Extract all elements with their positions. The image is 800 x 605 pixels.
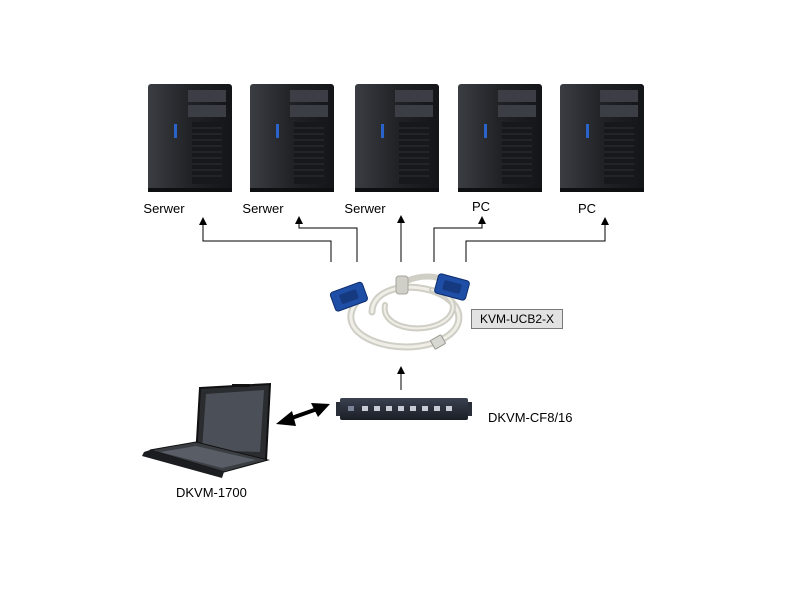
label-computer-1: Serwer — [143, 201, 185, 216]
label-kvm-switch: DKVM-CF8/16 — [488, 410, 573, 425]
label-rack-console: DKVM-1700 — [176, 485, 247, 500]
link-to-pc-1 — [433, 216, 486, 262]
connection-lines — [199, 215, 609, 390]
link-to-serwer-2 — [295, 216, 358, 262]
kvm-cable — [329, 273, 470, 351]
computer-tower-2 — [250, 84, 334, 192]
computer-tower-5 — [560, 84, 644, 192]
label-computer-3: Serwer — [344, 201, 386, 216]
label-computer-2: Serwer — [242, 201, 284, 216]
link-to-serwer-1 — [199, 217, 332, 262]
kvm-switch — [336, 398, 472, 420]
computer-tower-4 — [458, 84, 542, 192]
label-computer-5: PC — [577, 201, 597, 216]
computer-tower-1 — [148, 84, 232, 192]
rack-console — [142, 382, 272, 478]
bidirectional-arrow — [276, 403, 330, 426]
usb-plug — [430, 334, 446, 350]
vga-plug-right — [434, 273, 470, 301]
link-to-pc-2 — [465, 217, 609, 262]
label-computer-4: PC — [471, 199, 491, 214]
computer-tower-3 — [355, 84, 439, 192]
label-kvm-cable: KVM-UCB2-X — [471, 309, 563, 329]
vga-plug-left — [329, 281, 368, 312]
